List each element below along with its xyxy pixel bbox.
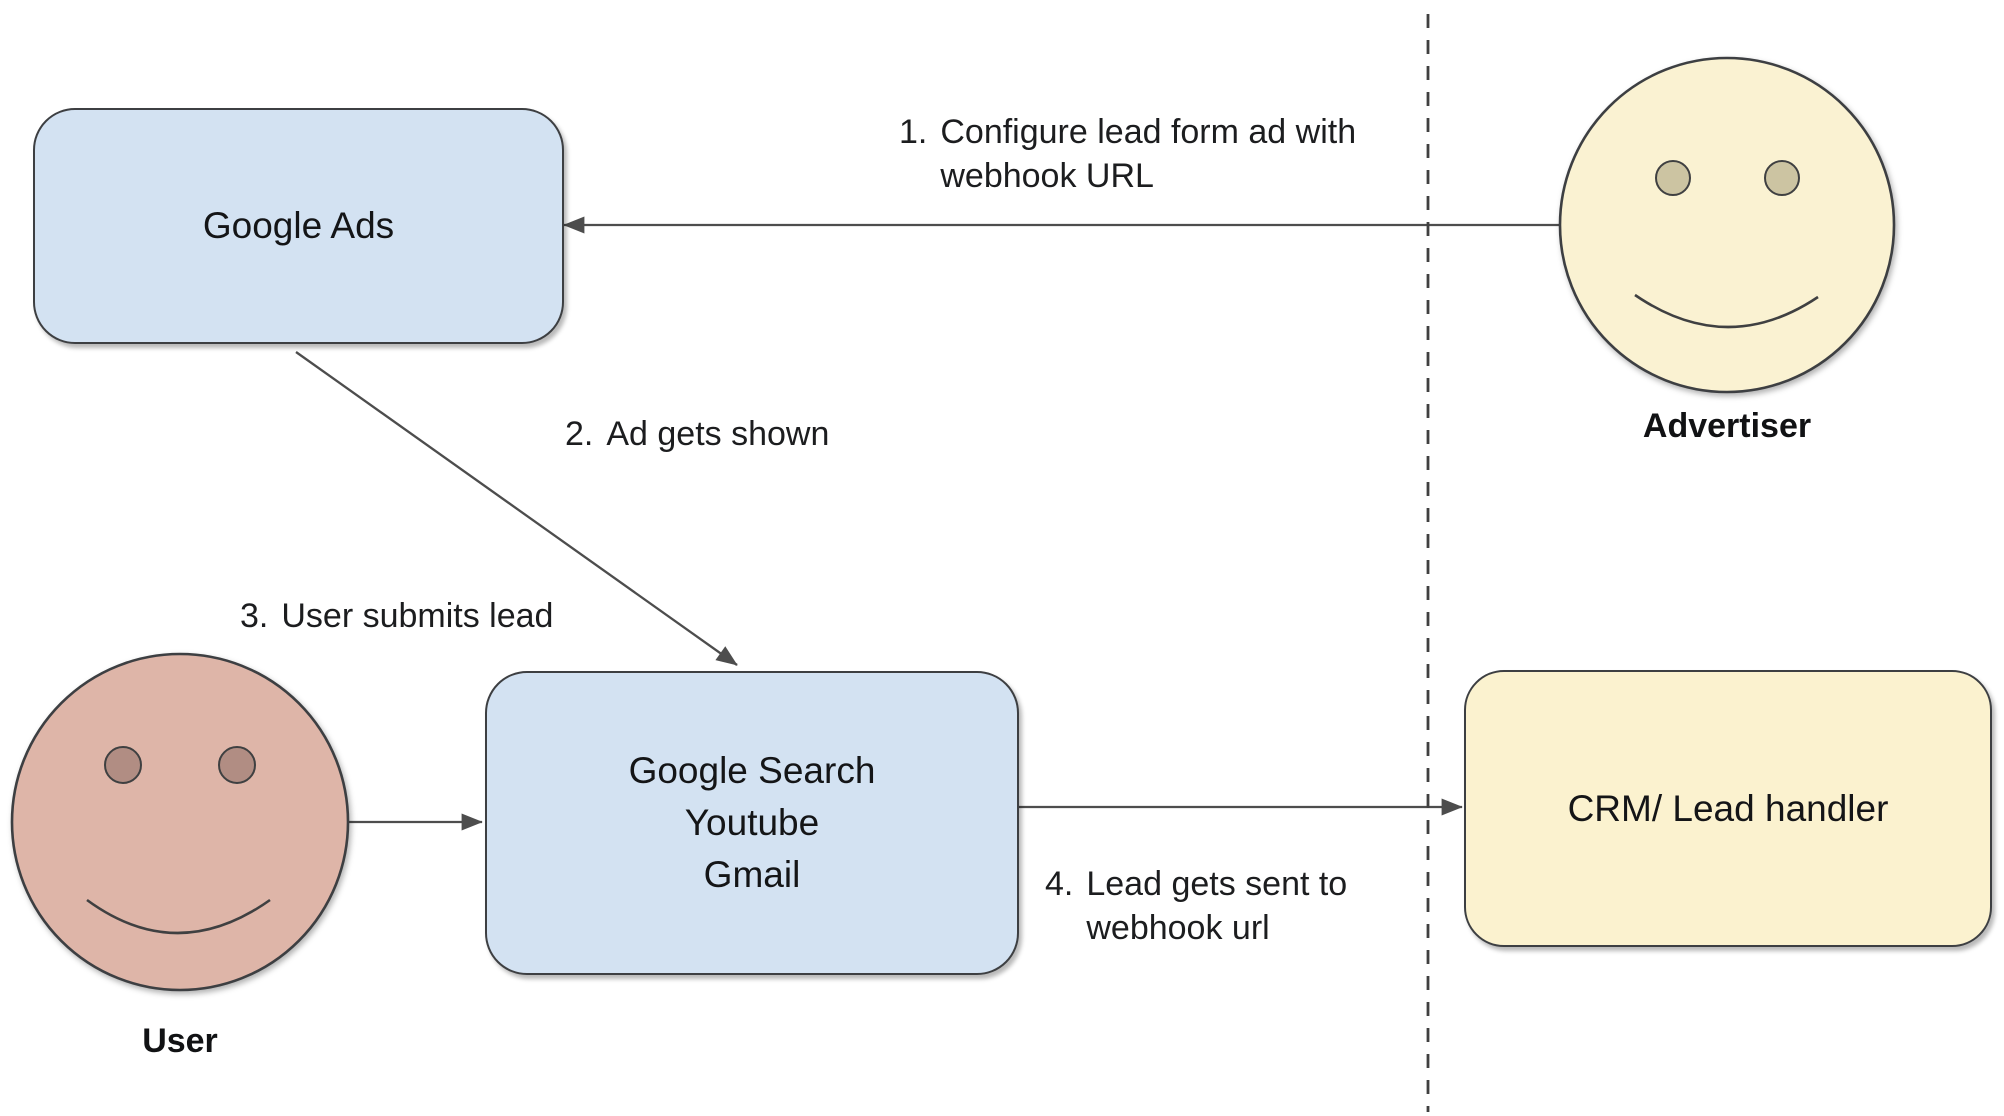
step-4-number: 4.	[1045, 865, 1074, 903]
step-1-configure-lead-form: 1. Configure lead form ad with webhook U…	[899, 110, 1410, 198]
advertiser-head	[1558, 56, 1896, 394]
user-smile	[86, 898, 271, 935]
user-right-eye	[218, 746, 256, 784]
node-google-surfaces: Google Search Youtube Gmail	[485, 671, 1019, 975]
step-3-text: User submits lead	[281, 597, 554, 635]
arrow-ad-gets-shown	[295, 351, 738, 666]
user-head	[10, 652, 350, 992]
advertiser-right-eye	[1764, 160, 1800, 196]
surface-line-google-search: Google Search	[628, 750, 876, 791]
advertiser-smile	[1634, 293, 1819, 329]
step-2-text: Ad gets shown	[606, 415, 830, 453]
step-2-number: 2.	[565, 415, 594, 453]
user-face-icon	[10, 652, 350, 992]
surface-line-gmail: Gmail	[703, 854, 801, 895]
step-2-ad-gets-shown: 2. Ad gets shown	[565, 412, 829, 456]
advertiser-face-icon	[1558, 56, 1896, 394]
user-left-eye	[104, 746, 142, 784]
advertiser-left-eye	[1655, 160, 1691, 196]
user-label: User	[142, 1022, 218, 1060]
step-4-text: Lead gets sent to webhook url	[1086, 865, 1348, 947]
step-3-number: 3.	[240, 597, 269, 635]
node-google-ads-label: Google Ads	[202, 205, 395, 246]
step-3-user-submits-lead: 3. User submits lead	[240, 594, 553, 638]
node-crm-lead-handler: CRM/ Lead handler	[1464, 670, 1992, 947]
advertiser-label: Advertiser	[1642, 407, 1812, 445]
node-crm-label: CRM/ Lead handler	[1567, 787, 1889, 829]
node-google-ads: Google Ads	[33, 108, 564, 344]
step-1-text: Configure lead form ad with webhook URL	[940, 113, 1357, 195]
node-google-surfaces-label: Google Search Youtube Gmail	[629, 745, 876, 901]
surface-line-youtube: Youtube	[684, 802, 820, 843]
step-4-lead-sent-to-webhook: 4. Lead gets sent to webhook url	[1045, 862, 1376, 950]
step-1-number: 1.	[899, 113, 928, 151]
